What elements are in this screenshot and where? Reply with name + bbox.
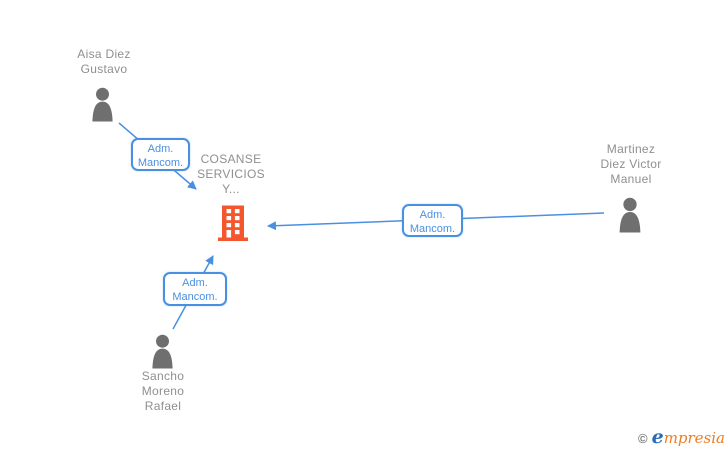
edge-label-text: Mancom. <box>409 223 456 235</box>
company-name-line: SERVICIOS <box>197 167 265 181</box>
edge-label-text: Mancom. <box>172 291 218 303</box>
company-name-line: Y... <box>222 182 240 196</box>
person-icon <box>86 87 119 127</box>
person-icon <box>146 334 179 374</box>
edge-label-adm-mancom-aisa: Adm. Mancom. <box>131 138 190 171</box>
edge-label-adm-mancom-martinez: Adm. Mancom. <box>402 204 463 237</box>
person-name-line: Rafael <box>144 399 182 413</box>
person-name-line: Diez Victor <box>600 157 662 171</box>
person-name-line: Aisa Diez <box>77 47 131 61</box>
copyright-icon: © <box>638 431 648 446</box>
person-name-line: Martinez <box>606 142 656 156</box>
person-name-sancho[interactable]: Sancho Moreno Rafael <box>108 369 218 414</box>
empresia-logo[interactable]: © e mpresia <box>638 426 725 448</box>
person-name-line: Gustavo <box>80 62 128 76</box>
company-name[interactable]: COSANSE SERVICIOS Y... <box>181 152 281 197</box>
brand-name: mpresia <box>663 429 725 447</box>
building-icon <box>217 205 249 247</box>
person-icon <box>613 197 647 238</box>
person-name-line: Sancho <box>141 369 185 383</box>
person-name-martinez[interactable]: Martinez Diez Victor Manuel <box>576 142 686 187</box>
company-name-line: COSANSE <box>200 152 262 166</box>
edge-label-text: Adm. <box>182 277 208 289</box>
brand-initial: e <box>651 426 664 448</box>
edge-label-text: Adm. <box>419 209 446 221</box>
edge-label-text: Adm. <box>147 143 174 155</box>
person-name-line: Manuel <box>610 172 652 186</box>
person-name-aisa[interactable]: Aisa Diez Gustavo <box>49 47 159 77</box>
edge-label-adm-mancom-sancho: Adm. Mancom. <box>163 272 227 306</box>
person-name-line: Moreno <box>141 384 185 398</box>
edge-label-text: Mancom. <box>137 157 184 169</box>
